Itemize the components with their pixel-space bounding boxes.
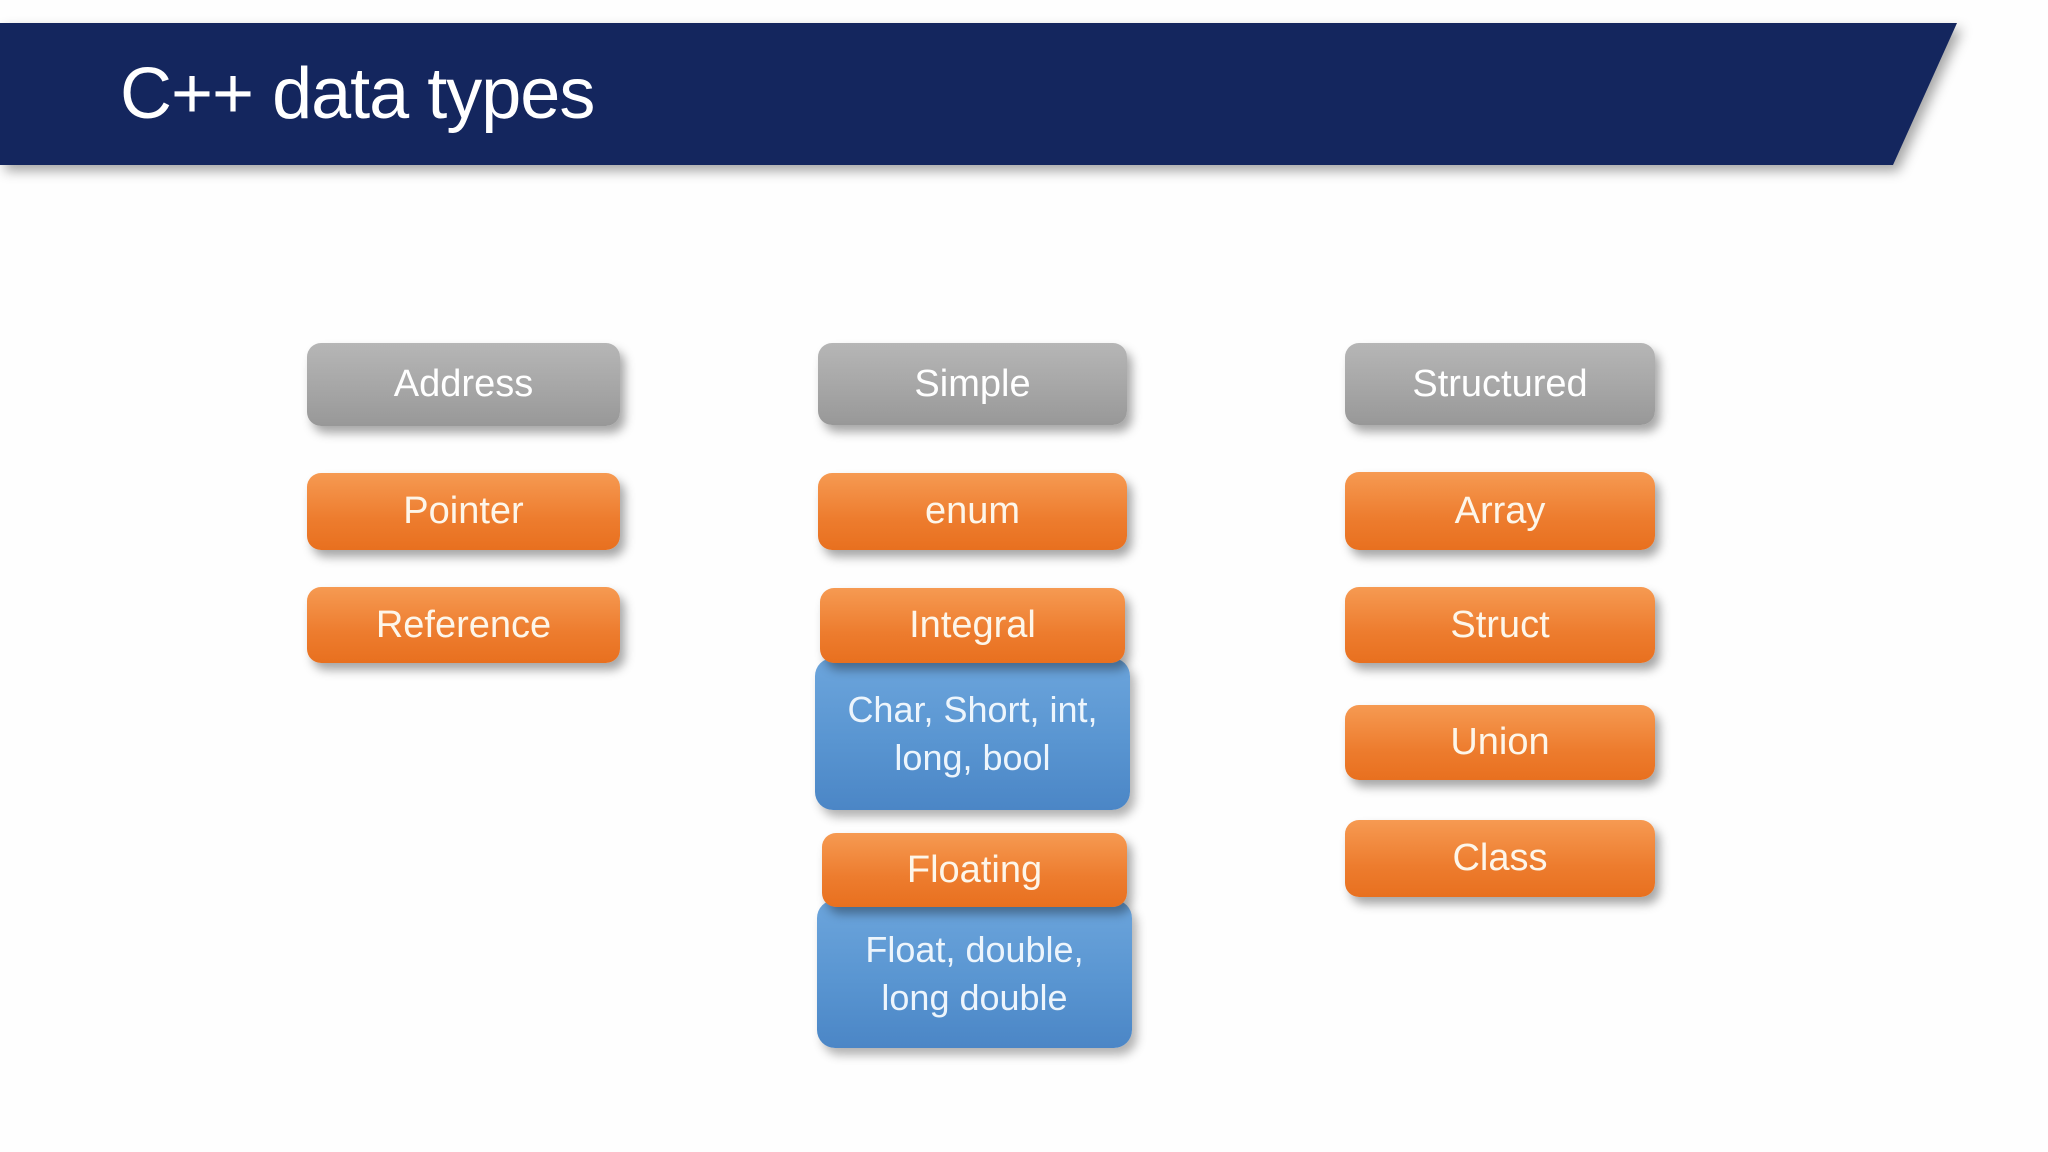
box-floating-types: Float, double, long double [817, 900, 1132, 1048]
box-pointer: Pointer [307, 473, 620, 550]
box-class: Class [1345, 820, 1655, 897]
box-array: Array [1345, 472, 1655, 550]
box-floating: Floating [822, 833, 1127, 907]
box-integral: Integral [820, 588, 1125, 663]
group-header-structured: Structured [1345, 343, 1655, 425]
box-enum: enum [818, 473, 1127, 550]
box-integral-types: Char, Short, int, long, bool [815, 658, 1130, 810]
title-banner [0, 23, 2048, 165]
title-banner-shape [0, 23, 1957, 165]
box-union: Union [1345, 705, 1655, 780]
box-struct: Struct [1345, 587, 1655, 663]
group-header-address: Address [307, 343, 620, 426]
slide-title: C++ data types [120, 54, 595, 134]
box-reference: Reference [307, 587, 620, 663]
group-header-simple: Simple [818, 343, 1127, 425]
